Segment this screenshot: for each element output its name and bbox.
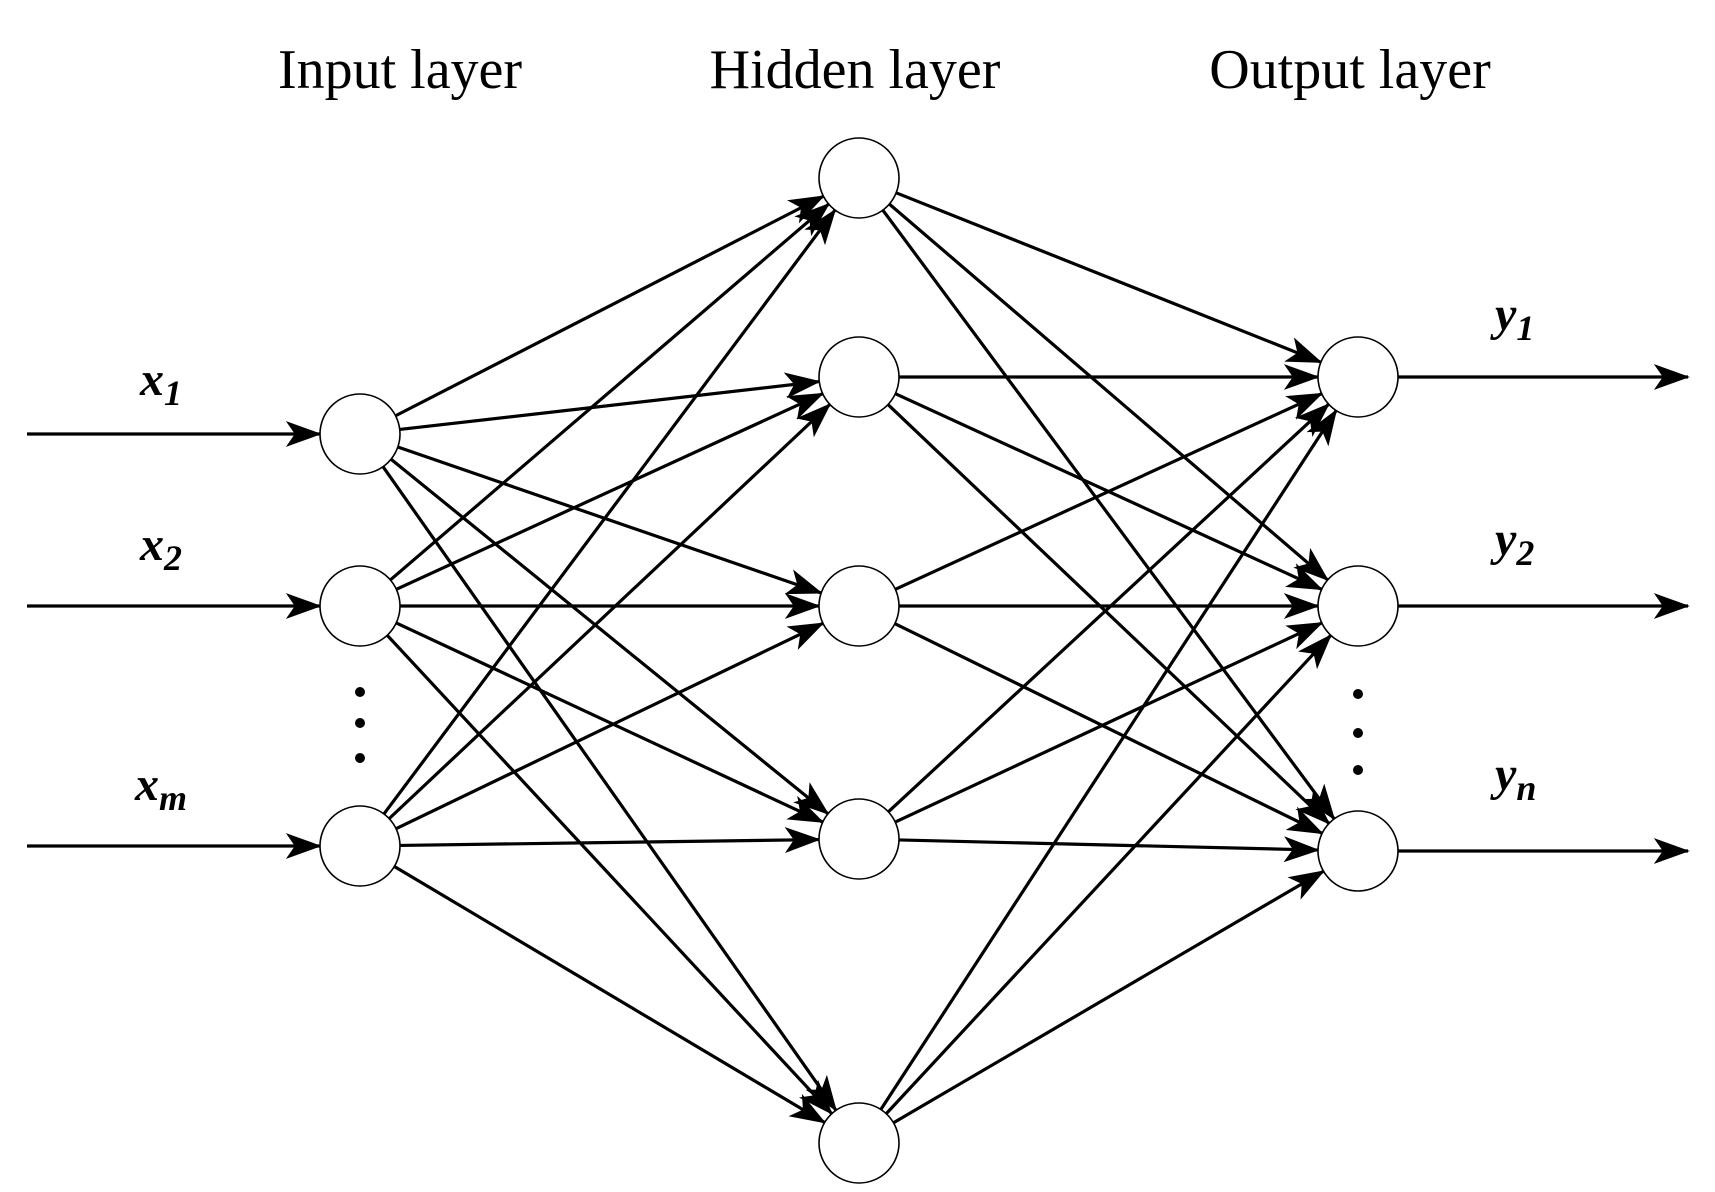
edge-input3-hidden5 [393, 865, 827, 1124]
hidden-node-5 [818, 1102, 900, 1184]
input-label-x1: x1 [139, 353, 182, 413]
connections [381, 191, 1338, 1125]
output-label-y2: y2 [1490, 513, 1534, 573]
hidden-layer-title: Hidden layer [710, 39, 1001, 101]
output-ellipsis-icon [1353, 689, 1363, 775]
edge-input3-hidden2 [388, 403, 832, 820]
input-layer-title: Input layer [278, 39, 522, 101]
hidden-node-3 [818, 565, 900, 647]
output-node-2 [1317, 565, 1399, 647]
output-label-yn: yn [1490, 748, 1536, 808]
edge-input3-hidden1 [382, 208, 837, 815]
edge-hidden3-output1 [894, 392, 1324, 591]
edge-input1-hidden3 [397, 445, 823, 595]
input-node-2 [319, 565, 401, 647]
hidden-node-2 [818, 336, 900, 418]
output-label-y1: y1 [1490, 288, 1534, 348]
input-node-1 [319, 393, 401, 475]
output-node-1 [1317, 336, 1399, 418]
edge-input1-hidden1 [394, 194, 826, 418]
input-label-xm: xm [134, 758, 187, 818]
edge-hidden4-output1 [887, 402, 1330, 813]
edge-input1-hidden5 [381, 465, 838, 1112]
output-node-3 [1317, 810, 1399, 892]
edge-hidden5-output1 [879, 409, 1338, 1111]
edge-hidden4-output2 [894, 621, 1324, 824]
input-node-3 [319, 805, 401, 887]
edge-input2-hidden1 [389, 202, 831, 582]
hidden-node-1 [818, 137, 900, 219]
edge-hidden1-output1 [895, 191, 1323, 364]
edge-hidden5-output3 [892, 869, 1326, 1125]
io-arrows [27, 364, 1690, 864]
nodes [319, 137, 1399, 1184]
edge-hidden4-output3 [898, 836, 1320, 863]
edge-hidden1-output3 [881, 209, 1336, 821]
edge-input2-hidden2 [395, 392, 825, 591]
edge-hidden3-output3 [894, 622, 1324, 835]
edge-hidden2-output3 [886, 403, 1331, 825]
edge-input3-hidden4 [399, 827, 821, 854]
edge-hidden1-output2 [888, 202, 1330, 582]
edge-hidden5-output2 [885, 633, 1332, 1115]
hidden-node-4 [818, 798, 900, 880]
edge-input2-hidden5 [386, 634, 833, 1116]
input-label-x2: x2 [139, 518, 182, 578]
edge-input2-hidden4 [395, 621, 825, 824]
input-ellipsis-icon [355, 687, 365, 763]
edge-input1-hidden2 [399, 372, 822, 432]
edge-input3-hidden3 [395, 621, 825, 831]
output-layer-title: Output layer [1209, 39, 1491, 101]
